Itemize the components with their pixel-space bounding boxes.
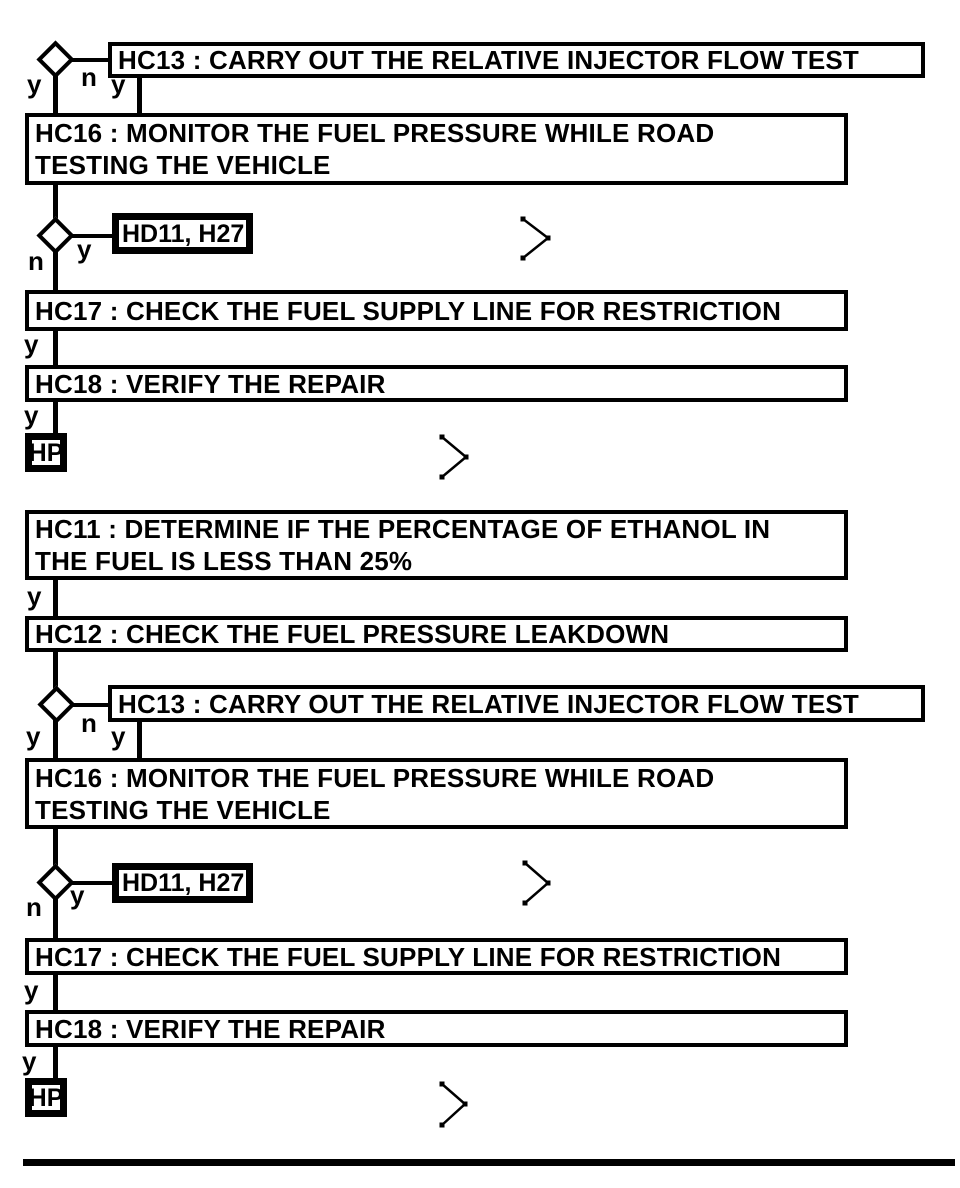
- chevron-right-icon: [522, 860, 551, 906]
- connector-vertical: [53, 829, 58, 869]
- reference-box-hd11: HD11, H27: [112, 213, 253, 254]
- connector-vertical: [53, 652, 58, 691]
- branch-label-yes: y: [27, 581, 42, 611]
- connector-vertical: [53, 331, 58, 365]
- step-text: HC12 : CHECK THE FUEL PRESSURE LEAKDOWN: [35, 619, 670, 649]
- reference-text: HD11, H27: [122, 869, 245, 897]
- end-box-hp: HP: [25, 433, 67, 472]
- branch-label-yes: y: [70, 880, 85, 910]
- chevron-right-icon: [439, 434, 469, 480]
- connector-horizontal: [72, 234, 114, 238]
- page-divider: [23, 1159, 955, 1166]
- step-text: HC18 : VERIFY THE REPAIR: [35, 368, 386, 399]
- connector-vertical: [53, 1047, 58, 1078]
- chevron-right-icon: [439, 1081, 468, 1128]
- connector-vertical: [53, 74, 58, 114]
- branch-label-yes: y: [24, 975, 39, 1005]
- chevron-right-icon: [520, 216, 551, 261]
- connector-vertical: [53, 898, 58, 938]
- branch-label-no: n: [28, 246, 44, 276]
- step-box-hc12: HC12 : CHECK THE FUEL PRESSURE LEAKDOWN: [25, 616, 848, 652]
- connector-horizontal: [72, 58, 112, 62]
- connector-vertical: [137, 722, 142, 758]
- branch-label-no: n: [81, 708, 97, 738]
- branch-label-yes: y: [27, 69, 42, 99]
- end-box-hp-2: HP: [25, 1078, 67, 1117]
- branch-label-yes: y: [26, 721, 41, 751]
- step-text-line1: HC16 : MONITOR THE FUEL PRESSURE WHILE R…: [35, 762, 715, 793]
- step-box-hc17-2: HC17 : CHECK THE FUEL SUPPLY LINE FOR RE…: [25, 938, 848, 975]
- branch-label-yes: y: [24, 329, 39, 359]
- branch-label-yes: y: [77, 234, 92, 264]
- branch-label-yes: y: [24, 400, 39, 430]
- step-text: HC18 : VERIFY THE REPAIR: [35, 1013, 386, 1044]
- decision-diamond-3: [37, 685, 76, 724]
- step-text-line1: HC16 : MONITOR THE FUEL PRESSURE WHILE R…: [35, 118, 715, 148]
- branch-label-yes: y: [22, 1046, 37, 1076]
- branch-label-yes: y: [111, 721, 126, 751]
- branch-label-no: n: [81, 62, 97, 92]
- connector-vertical: [53, 251, 58, 290]
- step-box-hc13-2: HC13 : CARRY OUT THE RELATIVE INJECTOR F…: [108, 685, 925, 722]
- step-box-hc16-2: HC16 : MONITOR THE FUEL PRESSURE WHILE R…: [25, 758, 848, 829]
- step-text: HC13 : CARRY OUT THE RELATIVE INJECTOR F…: [118, 45, 860, 75]
- branch-label-no: n: [26, 892, 42, 922]
- step-text-line2: TESTING THE VEHICLE: [35, 150, 331, 180]
- branch-label-yes: y: [111, 69, 126, 99]
- end-text: HP: [28, 438, 64, 467]
- connector-vertical: [53, 719, 58, 758]
- connector-horizontal: [72, 881, 114, 885]
- decision-diamond-4: [36, 863, 75, 902]
- step-text-line1: HC11 : DETERMINE IF THE PERCENTAGE OF ET…: [35, 514, 771, 544]
- reference-text: HD11, H27: [122, 219, 245, 248]
- connector-vertical: [53, 580, 58, 616]
- connector-vertical: [137, 78, 142, 113]
- step-box-hc18-2: HC18 : VERIFY THE REPAIR: [25, 1010, 848, 1047]
- connector-horizontal: [73, 703, 112, 707]
- step-text-line2: THE FUEL IS LESS THAN 25%: [35, 546, 413, 576]
- connector-vertical: [53, 402, 58, 433]
- step-text: HC13 : CARRY OUT THE RELATIVE INJECTOR F…: [118, 688, 860, 719]
- step-box-hc13: HC13 : CARRY OUT THE RELATIVE INJECTOR F…: [108, 42, 925, 78]
- step-box-hc17: HC17 : CHECK THE FUEL SUPPLY LINE FOR RE…: [25, 290, 848, 331]
- step-text: HC17 : CHECK THE FUEL SUPPLY LINE FOR RE…: [35, 295, 782, 326]
- decision-diamond-1: [36, 40, 75, 79]
- step-text: HC17 : CHECK THE FUEL SUPPLY LINE FOR RE…: [35, 941, 782, 972]
- step-text-line2: TESTING THE VEHICLE: [35, 794, 331, 825]
- reference-box-hd11-2: HD11, H27: [112, 863, 253, 903]
- step-box-hc16: HC16 : MONITOR THE FUEL PRESSURE WHILE R…: [25, 113, 848, 185]
- connector-vertical: [53, 975, 58, 1010]
- step-box-hc11: HC11 : DETERMINE IF THE PERCENTAGE OF ET…: [25, 510, 848, 580]
- step-box-hc18: HC18 : VERIFY THE REPAIR: [25, 365, 848, 402]
- end-text: HP: [28, 1083, 64, 1112]
- connector-vertical: [53, 184, 58, 220]
